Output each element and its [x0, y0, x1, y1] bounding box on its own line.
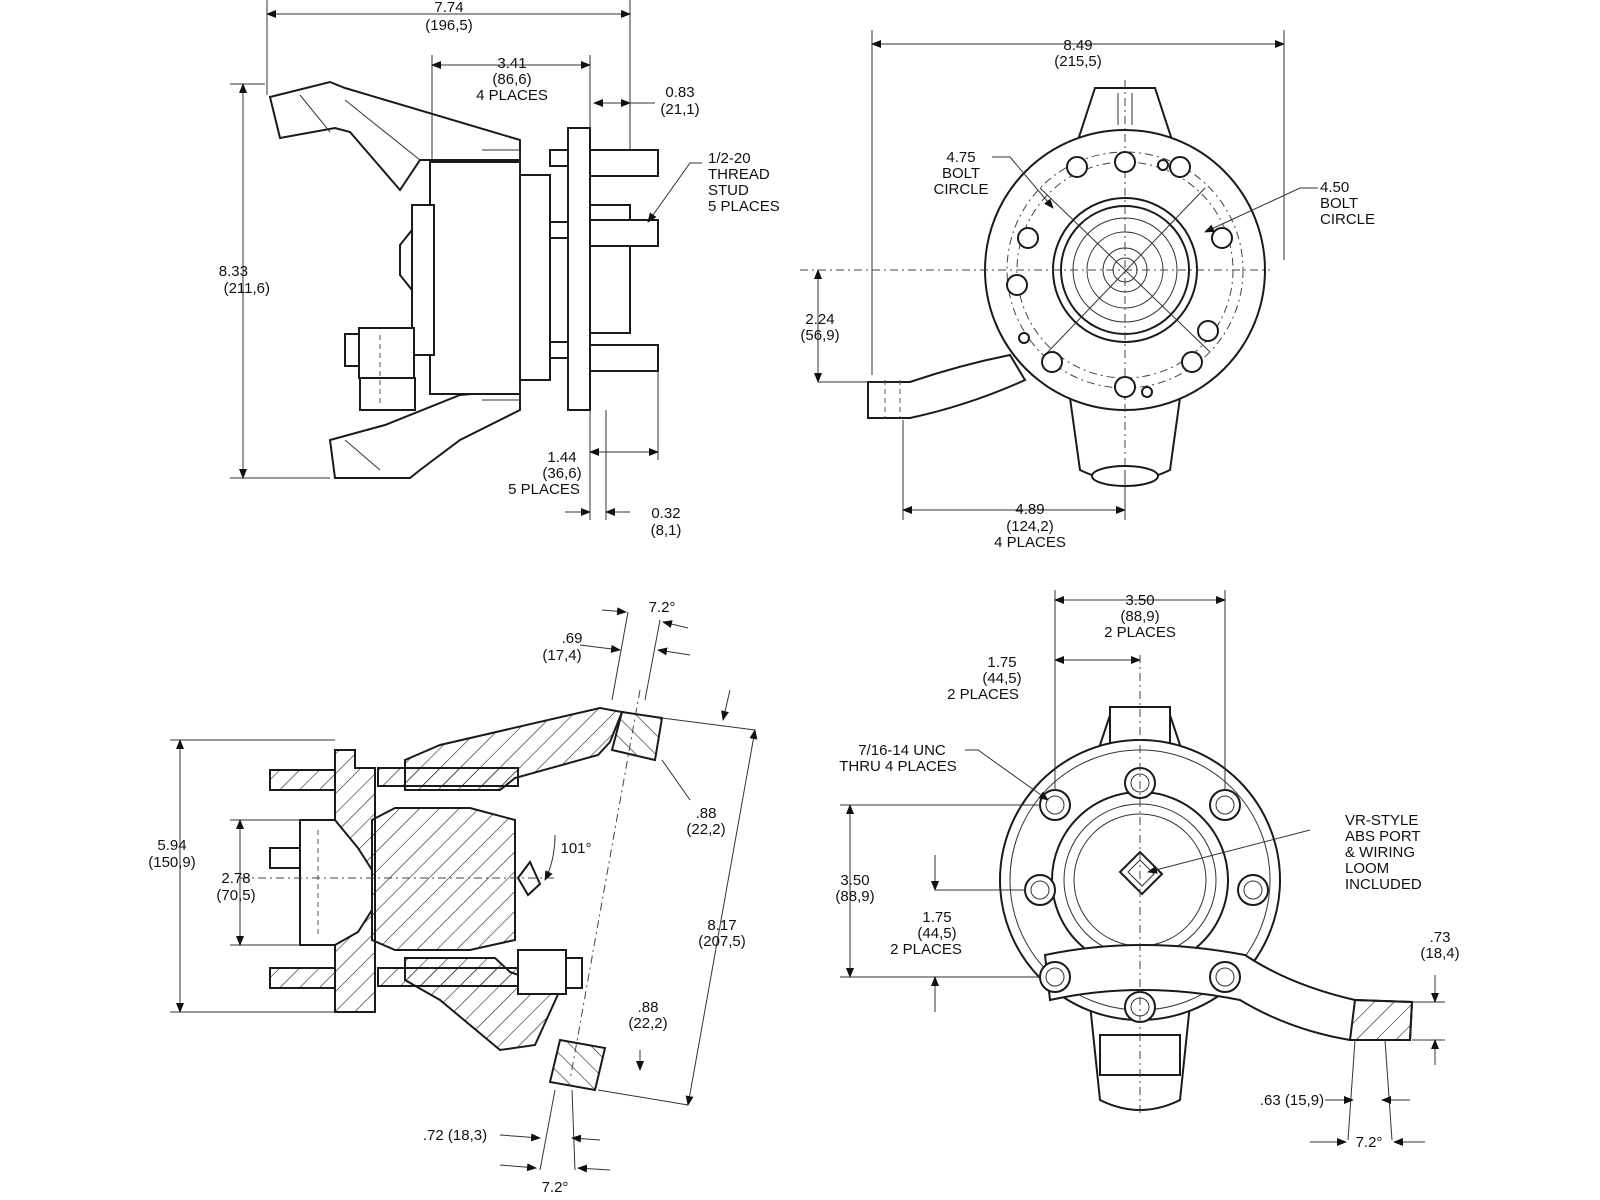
section-view-dimensions: [170, 607, 758, 1173]
dim-angle-top: 7.2°: [649, 599, 676, 616]
thread-note-line1: 7/16-14 UNC: [858, 742, 946, 759]
dim-arm-reach: 4.89: [1015, 501, 1044, 518]
dim-arm-offset: .63 (15,9): [1260, 1092, 1324, 1109]
dim-top-offset-mm: (17,4): [542, 647, 581, 664]
dim-rear-bolt-pattern-note: 2 PLACES: [1104, 624, 1176, 641]
dim-span: 8.17: [707, 917, 736, 934]
dim-rear-vert-half-mm: (44,5): [917, 925, 956, 942]
front-view-labels: 8.49 (215,5) 4.75 BOLT CIRCLE 4.50 BOLT …: [800, 37, 1375, 551]
dim-flange-offset-mm: (21,1): [660, 101, 699, 118]
dim-rear-half-pattern: 1.75: [987, 654, 1016, 671]
front-bolt-holes: [1006, 151, 1233, 398]
dim-upper-ear: .88: [696, 805, 717, 822]
dim-arm-reach-note: 4 PLACES: [994, 534, 1066, 551]
dim-angle-bottom: 7.2°: [542, 1179, 569, 1196]
side-view-part: [268, 80, 659, 479]
stud-note-line1: 1/2-20: [708, 150, 751, 167]
stud-note-line2: THREAD: [708, 166, 770, 183]
stud-note-line3: STUD: [708, 182, 749, 199]
front-view-dimensions: [814, 30, 1318, 520]
rear-view-part: [999, 655, 1414, 1115]
bolt-circle-450-line1: 4.50: [1320, 179, 1349, 196]
dim-rear-half-pattern-mm: (44,5): [982, 670, 1021, 687]
abs-note-line1: VR-STYLE: [1345, 812, 1418, 829]
dim-rear-bolt-pattern-mm: (88,9): [1120, 608, 1159, 625]
dim-bolt-spacing-mm: (86,6): [492, 71, 531, 88]
dim-bore: 2.78: [221, 870, 250, 887]
dim-arm-thickness-mm: (18,4): [1420, 945, 1459, 962]
section-view: 7.2° .69 (17,4) 5.94 (150,9) 2.78 (70,5)…: [148, 599, 758, 1196]
abs-note-line2: ABS PORT: [1345, 828, 1421, 845]
thread-note-line2: THRU 4 PLACES: [839, 758, 957, 775]
dim-top-offset: .69: [562, 630, 583, 647]
dim-arm-reach-mm: (124,2): [1006, 518, 1054, 535]
dim-rear-angle: 7.2°: [1356, 1134, 1383, 1151]
dim-lower-ear-mm: (22,2): [628, 1015, 667, 1032]
section-view-part: [240, 689, 664, 1092]
dim-section-height: 5.94: [157, 837, 186, 854]
dim-arm-drop: 2.24: [805, 311, 834, 328]
dim-arm-drop-mm: (56,9): [800, 327, 839, 344]
dim-flange-thickness-mm: (8,1): [651, 522, 682, 539]
dim-bottom-offset: .72 (18,3): [423, 1127, 487, 1144]
front-view-part: [800, 80, 1270, 500]
section-view-labels: 7.2° .69 (17,4) 5.94 (150,9) 2.78 (70,5)…: [148, 599, 746, 1196]
dim-upper-ear-mm: (22,2): [686, 821, 725, 838]
dim-bolt-spacing: 3.41: [497, 55, 526, 72]
dim-overall-width: 7.74: [434, 0, 463, 16]
dim-span-mm: (207,5): [698, 933, 746, 950]
bolt-circle-475-line2: BOLT: [942, 165, 980, 182]
side-view-dimensions: [230, 0, 702, 520]
dim-section-height-mm: (150,9): [148, 854, 196, 871]
dim-bolt-spacing-note: 4 PLACES: [476, 87, 548, 104]
dim-rear-vert-half-note: 2 PLACES: [890, 941, 962, 958]
dim-arm-thickness: .73: [1430, 929, 1451, 946]
dim-lower-ear: .88: [638, 999, 659, 1016]
side-view: 7.74 (196,5) 3.41 (86,6) 4 PLACES 0.83 (…: [219, 0, 780, 539]
dim-flange-offset: 0.83: [665, 84, 694, 101]
abs-note-line4: LOOM: [1345, 860, 1389, 877]
dim-rear-vert-pattern-mm: (88,9): [835, 888, 874, 905]
dim-front-width-mm: (215,5): [1054, 53, 1102, 70]
abs-note-line3: & WIRING: [1345, 844, 1415, 861]
dim-stud-length-note: 5 PLACES: [508, 481, 580, 498]
stud-note-line4: 5 PLACES: [708, 198, 780, 215]
dim-flange-thickness: 0.32: [651, 505, 680, 522]
dim-inclination: 101°: [560, 840, 591, 857]
bolt-circle-475-line1: 4.75: [946, 149, 975, 166]
dim-height: 8.33: [219, 263, 248, 280]
bolt-circle-450-line2: BOLT: [1320, 195, 1358, 212]
dim-front-width: 8.49: [1063, 37, 1092, 54]
dim-rear-half-pattern-note: 2 PLACES: [947, 686, 1019, 703]
dim-rear-bolt-pattern: 3.50: [1125, 592, 1154, 609]
bolt-circle-475-line3: CIRCLE: [933, 181, 988, 198]
front-view: 8.49 (215,5) 4.75 BOLT CIRCLE 4.50 BOLT …: [800, 30, 1375, 551]
dim-overall-width-mm: (196,5): [425, 17, 473, 34]
bolt-circle-450-line3: CIRCLE: [1320, 211, 1375, 228]
rear-view-dimensions: [840, 590, 1445, 1146]
dim-stud-length-mm: (36,6): [542, 465, 581, 482]
dim-height-mm: (211,6): [224, 280, 270, 297]
side-view-labels: 7.74 (196,5) 3.41 (86,6) 4 PLACES 0.83 (…: [219, 0, 780, 539]
dim-stud-length: 1.44: [547, 449, 576, 466]
abs-note-line5: INCLUDED: [1345, 876, 1422, 893]
dim-bore-mm: (70,5): [216, 887, 255, 904]
rear-view-labels: 3.50 (88,9) 2 PLACES 1.75 (44,5) 2 PLACE…: [835, 592, 1459, 1151]
dim-rear-vert-pattern: 3.50: [840, 872, 869, 889]
rear-view: 3.50 (88,9) 2 PLACES 1.75 (44,5) 2 PLACE…: [835, 590, 1460, 1151]
dim-rear-vert-half: 1.75: [922, 909, 951, 926]
